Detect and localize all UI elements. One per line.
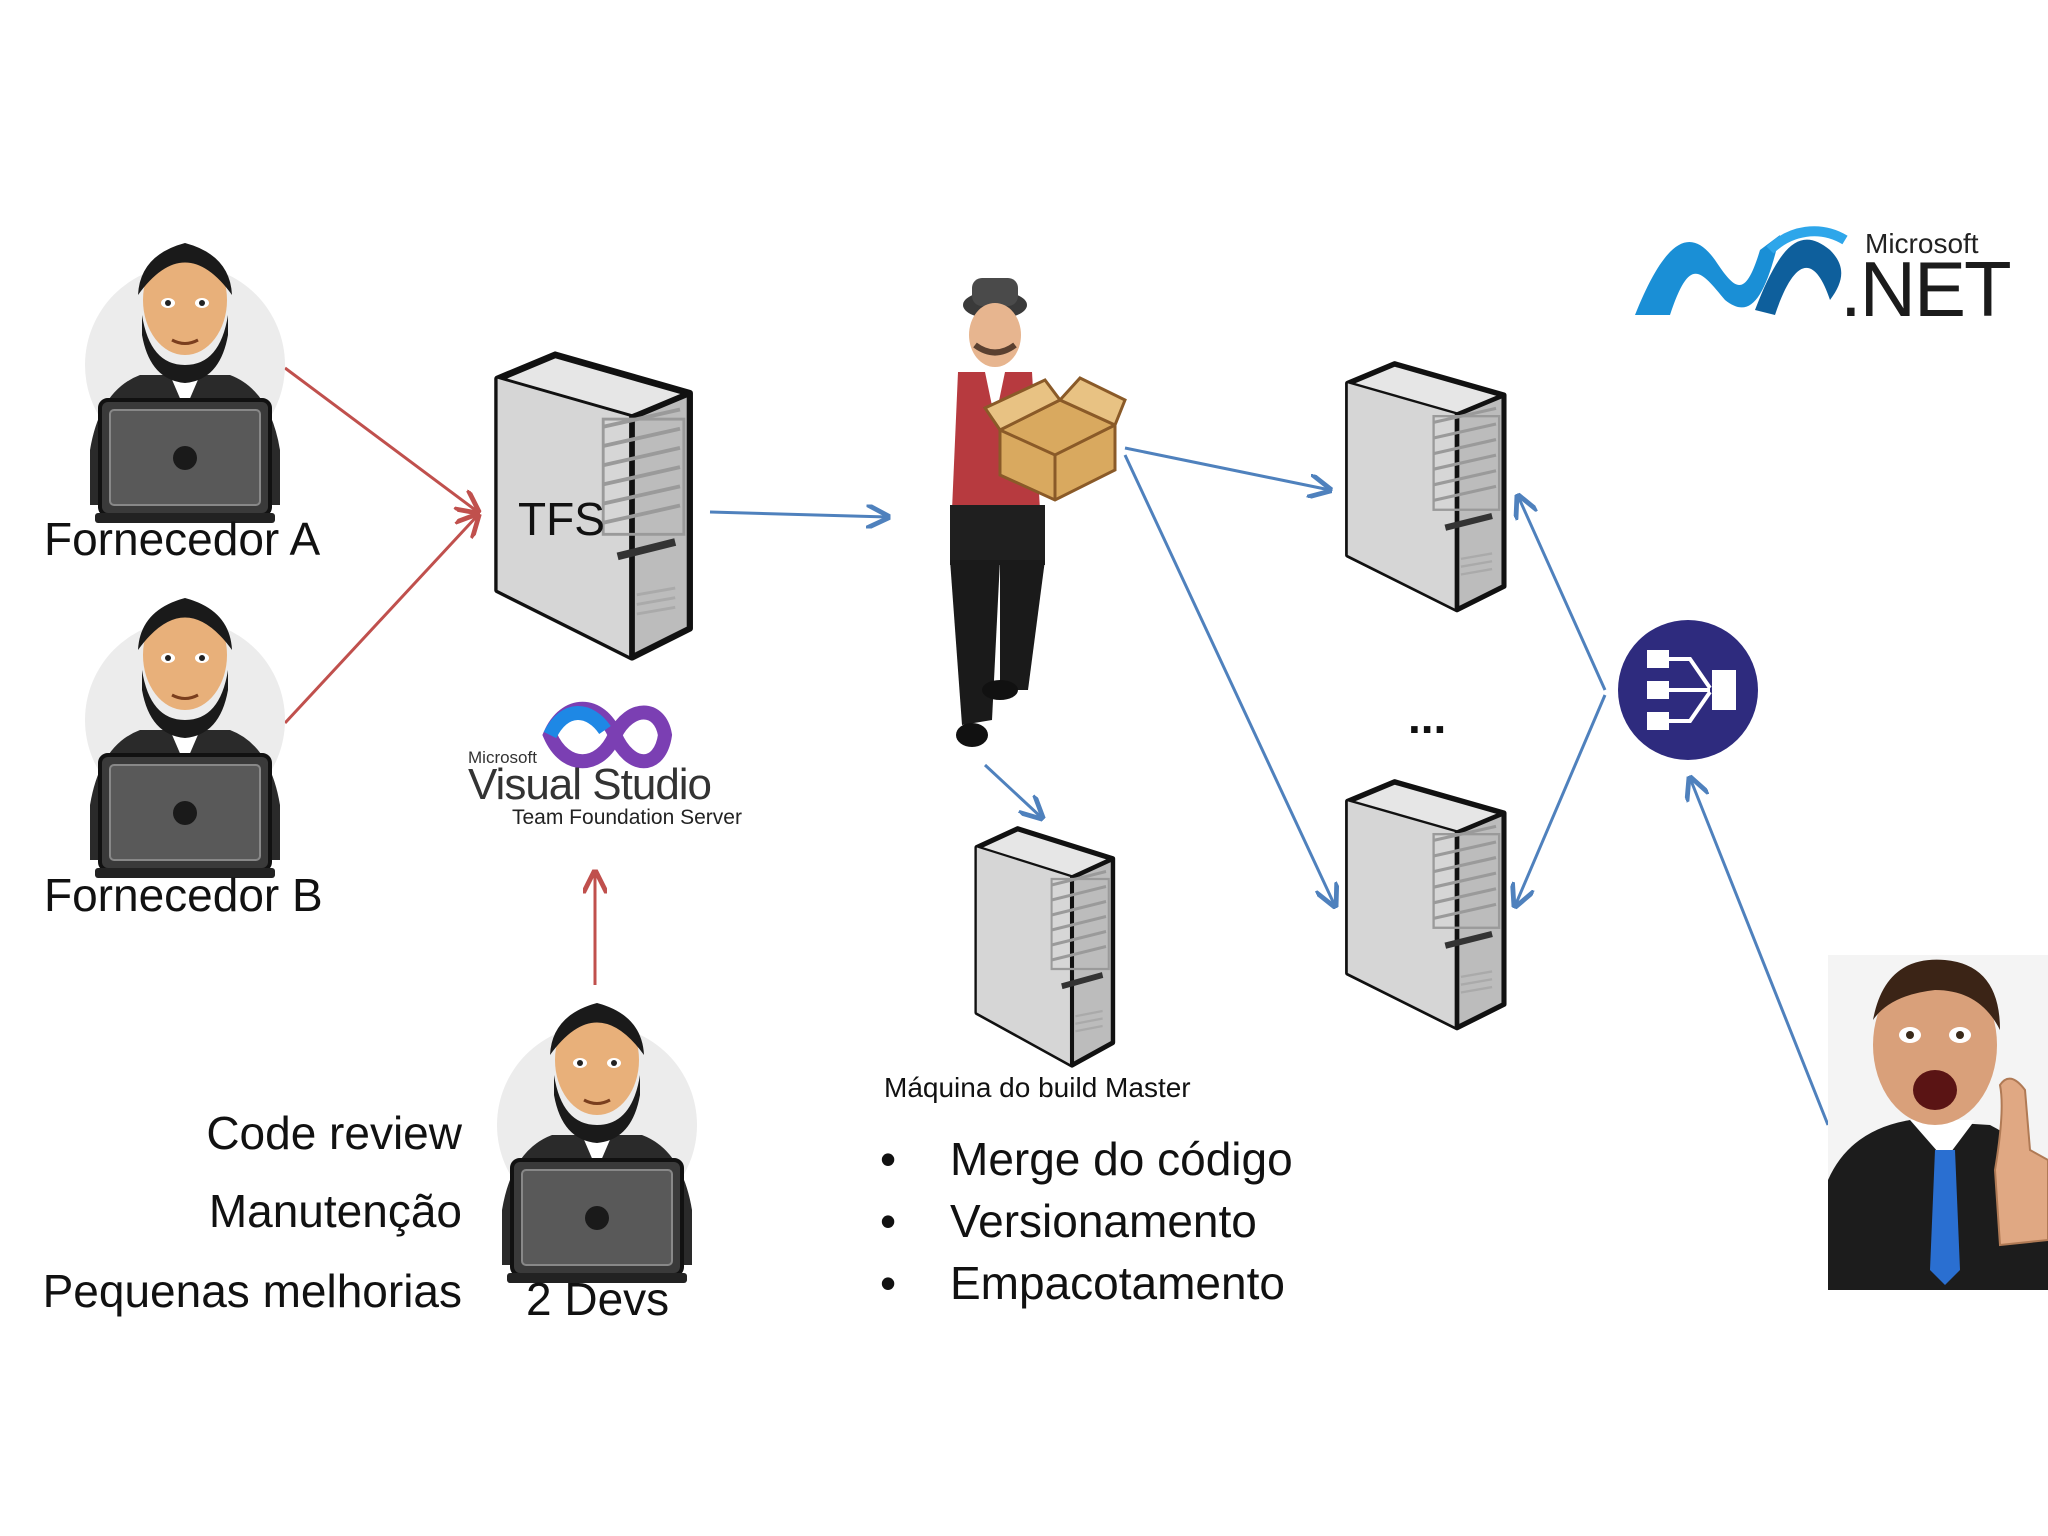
build-task-versionamento: Versionamento [880, 1190, 1293, 1252]
dotnet-logo-microsoft: Microsoft [1865, 228, 1979, 259]
web-server-top-icon [1348, 364, 1504, 610]
build-machine-server-icon [977, 829, 1113, 1065]
load-balancer-icon [1618, 620, 1758, 760]
build-task-empacotamento: Empacotamento [880, 1252, 1293, 1314]
package-box-icon [982, 376, 1127, 502]
build-tasks-list: Merge do código Versionamento Empacotame… [880, 1128, 1293, 1314]
devs-icon [495, 1001, 699, 1285]
dev-task-pequenas-melhorias: Pequenas melhorias [42, 1265, 462, 1317]
fornecedor-a-label: Fornecedor A [44, 513, 321, 565]
dotnet-logo-icon [1635, 226, 1848, 315]
visual-studio-logo-icon [542, 701, 673, 769]
arrow-fornecedor-a-to-tfs [284, 366, 478, 512]
build-machine-label: Máquina do build Master [884, 1072, 1191, 1103]
servers-ellipsis: ... [1408, 691, 1447, 743]
devs-label: 2 Devs [526, 1273, 670, 1325]
dotnet-logo-name: .NET [1840, 245, 2012, 333]
arrow-package-to-server-top [1124, 446, 1330, 490]
arrow-balancer-to-server-bottom [1515, 694, 1607, 906]
web-server-bottom-icon [1348, 782, 1504, 1028]
happy-user-icon [1828, 955, 2048, 1290]
arrow-fornecedor-b-to-tfs [283, 515, 478, 725]
fornecedor-b-icon [83, 596, 287, 880]
vs-logo-microsoft: Microsoft [468, 748, 537, 767]
tfs-label: TFS [518, 493, 605, 545]
arrow-balancer-to-server-top [1518, 496, 1607, 691]
build-master-figure-icon [945, 278, 1050, 747]
vs-logo-subtitle: Team Foundation Server [512, 806, 742, 829]
dev-task-code-review: Code review [206, 1107, 462, 1159]
fornecedor-a-icon [83, 241, 287, 525]
build-task-merge: Merge do código [880, 1128, 1293, 1190]
arrow-package-to-server-bottom [1123, 454, 1335, 906]
dev-task-manutencao: Manutenção [208, 1185, 462, 1237]
arrow-build-master-to-build-machine [983, 763, 1042, 818]
fornecedor-b-label: Fornecedor B [44, 869, 323, 921]
arrow-tfs-to-build-master [709, 512, 888, 517]
vs-logo-name: Visual Studio [468, 760, 712, 809]
arrow-user-to-balancer [1690, 778, 1830, 1126]
